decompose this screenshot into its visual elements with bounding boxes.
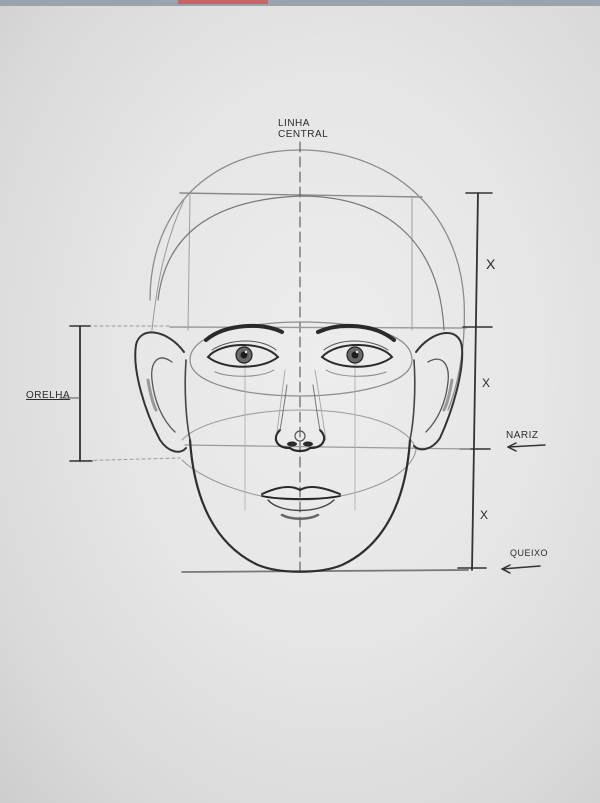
right-measure-bar	[472, 193, 478, 570]
left-eyebrow	[206, 326, 282, 340]
cranium-circle-guide	[150, 150, 464, 410]
nose-arrow	[508, 445, 545, 447]
lower-face-guide	[182, 410, 416, 500]
nose-label: NARIZ	[506, 430, 539, 441]
central-line-label-line2: CENTRAL	[278, 129, 358, 140]
box-left-side	[188, 195, 190, 330]
brow-line	[170, 327, 466, 328]
chin-label: QUEIXO	[510, 548, 548, 559]
cranium-left-side	[152, 200, 184, 330]
measure-mark-bottom: X	[480, 508, 488, 522]
ear-label: ORELHA	[26, 390, 70, 401]
right-nostril	[303, 442, 313, 447]
lower-lip	[268, 500, 334, 511]
central-line-label: LINHA CENTRAL	[278, 118, 358, 140]
measure-mark-middle: X	[482, 376, 490, 390]
central-line-label-line1: LINHA	[278, 118, 358, 129]
measure-mark-top: X	[486, 256, 495, 272]
mouth-line	[262, 496, 340, 499]
upper-lip	[262, 487, 340, 494]
head-outline	[158, 196, 444, 330]
left-ear	[135, 332, 186, 451]
left-nostril	[287, 442, 297, 447]
